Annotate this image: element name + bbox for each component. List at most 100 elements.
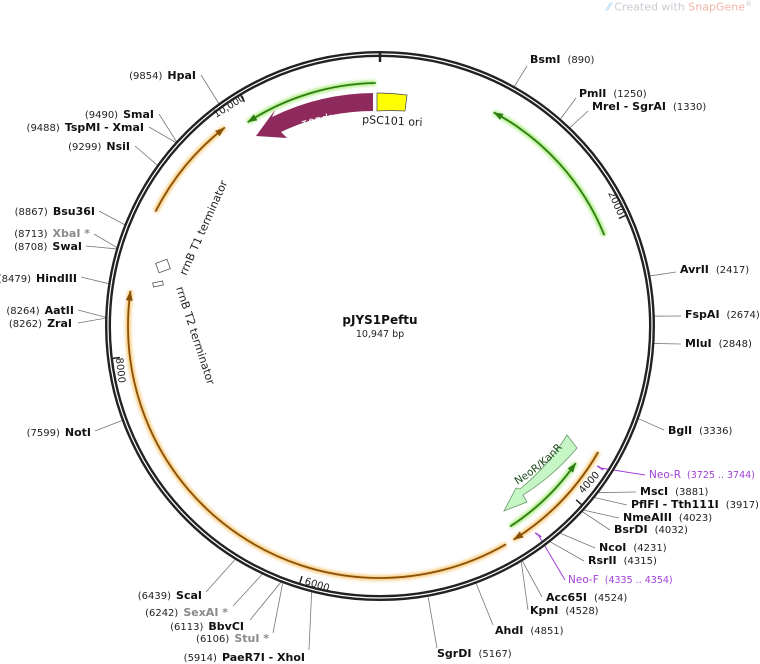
enzyme-leader-line — [308, 590, 313, 651]
enzyme-leader-line — [648, 271, 677, 277]
enzyme-leader-line — [85, 245, 119, 250]
rep101-feature[interactable] — [256, 93, 373, 138]
tick-label-8000: 8000 — [113, 357, 127, 383]
rrnb-t2-feature[interactable] — [152, 280, 164, 288]
enzyme-site-pmli[interactable]: PmlI(1250) — [579, 87, 647, 100]
snapgene-logo-icon: ⁄⁄ — [607, 0, 611, 14]
enzyme-site-nsii[interactable]: (9299)NsiI — [68, 140, 130, 153]
plasmid-name: pJYS1Peftu — [342, 313, 417, 327]
enzyme-leader-line — [272, 581, 284, 634]
primer-neo-f[interactable]: Neo-F(4335 .. 4354) — [568, 574, 673, 586]
enzyme-labels: BsmI(890) PmlI(1250)MreI - SgrAI(1330) Avr… — [0, 53, 760, 664]
enzyme-leader-line — [568, 110, 589, 130]
enzyme-leader-line — [521, 559, 543, 598]
enzyme-site-sgrdi[interactable]: SgrDI(5167) — [437, 647, 512, 660]
enzyme-leader-line — [158, 113, 178, 144]
plasmid-length: 10,947 bp — [356, 329, 404, 340]
feature-arcs — [125, 80, 607, 581]
enzyme-leader-line — [94, 419, 124, 432]
enzyme-site-sexai[interactable]: (6242)SexAI * — [145, 606, 228, 619]
enzyme-site-mlui[interactable]: MluI(2848) — [685, 337, 752, 350]
enzyme-leader-line — [596, 491, 637, 494]
enzyme-site-hpai[interactable]: (9854)HpaI — [129, 69, 196, 82]
enzyme-site-bsrdi[interactable]: BsrDI(4032) — [614, 523, 688, 536]
enzyme-site-rsrii[interactable]: RsrII(4315) — [588, 554, 657, 567]
enzyme-site-msci[interactable]: MscI(3881) — [640, 485, 708, 498]
primer-mark — [534, 532, 542, 538]
enzyme-leader-line — [580, 510, 611, 531]
enzyme-site-bsu36i[interactable]: (8867)Bsu36I — [15, 205, 95, 218]
enzyme-leader-line — [205, 557, 237, 593]
enzyme-site-fspai[interactable]: FspAI(2674) — [685, 308, 760, 321]
enzyme-leader-line — [636, 417, 665, 431]
enzyme-leader-line — [232, 572, 264, 607]
enzyme-site-paer7i-xhoi[interactable]: (5914)PaeR7I - XhoI — [184, 651, 305, 664]
enzyme-site-stui[interactable]: (6106)StuI * — [196, 632, 269, 645]
enzyme-leader-line — [652, 343, 682, 345]
enzyme-leader-line — [98, 210, 127, 226]
leader-lines — [77, 65, 682, 651]
enzyme-site-hindiii[interactable]: (8479)HindIII — [0, 272, 77, 285]
snapgene-credit: ⁄⁄ Created with SnapGene® — [607, 0, 752, 14]
enzyme-site-aatii[interactable]: (8264)AatII — [6, 304, 74, 317]
tick-mark — [240, 95, 246, 103]
enzyme-site-zrai[interactable]: (8262)ZraI — [9, 317, 72, 330]
enzyme-site-nmeaiii[interactable]: NmeAIII(4023) — [623, 511, 712, 524]
enzyme-leader-line — [80, 276, 111, 285]
tick-marks — [112, 95, 626, 584]
orange-arc-left — [125, 290, 508, 581]
enzyme-site-mrei-sgrai[interactable]: MreI - SgrAI(1330) — [592, 100, 706, 113]
enzyme-leader-line — [548, 540, 585, 562]
enzyme-site-ncoi[interactable]: NcoI(4231) — [599, 541, 667, 554]
pscori-feature[interactable] — [376, 92, 408, 112]
rrnb-t1-label: rrnB T1 terminator — [177, 178, 231, 277]
enzyme-leader-line — [134, 145, 159, 167]
enzyme-leader-line — [475, 581, 494, 626]
green-arc-rep101 — [246, 80, 376, 125]
enzyme-site-ahdi[interactable]: AhdI(4851) — [495, 624, 564, 637]
primer-leader-line — [600, 467, 646, 476]
neo-kanr-feature[interactable] — [503, 434, 578, 512]
pscori-label: pSC101 ori — [362, 113, 423, 129]
enzyme-site-swai[interactable]: (8708)SwaI — [14, 240, 82, 253]
enzyme-site-tspmi-xmai[interactable]: (9488)TspMI - XmaI — [27, 121, 144, 134]
enzyme-leader-line — [200, 74, 221, 106]
enzyme-site-avrii[interactable]: AvrII(2417) — [680, 263, 749, 276]
enzyme-leader-line — [581, 509, 620, 519]
tick-mark — [575, 499, 582, 505]
tick-mark — [618, 214, 626, 220]
enzyme-site-pflfi-tth111i[interactable]: PflFI - Tth111I(3917) — [631, 498, 759, 511]
orange-arc-neo — [512, 450, 601, 542]
enzyme-site-smai[interactable]: (9490)SmaI — [85, 108, 154, 121]
enzyme-leader-line — [592, 496, 628, 506]
enzyme-leader-line — [93, 233, 119, 249]
svg-text:Neo-F(4335 .. 4354): Neo-F(4335 .. 4354) — [568, 574, 673, 586]
enzyme-site-bgli[interactable]: BglI(3336) — [668, 424, 732, 437]
primer-neo-r[interactable]: Neo-R(3725 .. 3744) — [649, 469, 755, 481]
tick-mark — [112, 356, 120, 360]
enzyme-leader-line — [77, 317, 108, 324]
enzyme-leader-line — [520, 559, 529, 611]
enzyme-leader-line — [559, 97, 577, 121]
enzyme-leader-line — [77, 309, 108, 318]
enzyme-site-xbai[interactable]: (8713)XbaI * — [14, 227, 90, 240]
enzyme-leader-line — [513, 65, 528, 89]
enzyme-leader-line — [427, 594, 438, 649]
tick-mark — [299, 575, 303, 584]
primer-mark — [596, 465, 604, 471]
enzyme-leader-line — [249, 580, 283, 621]
enzyme-site-noti[interactable]: (7599)NotI — [27, 426, 91, 439]
rrnb-t1-feature[interactable] — [155, 258, 171, 274]
enzyme-site-bbvci[interactable]: (6113)BbvCI — [170, 620, 244, 633]
green-arc-right — [492, 110, 607, 237]
enzyme-site-scai[interactable]: (6439)ScaI — [138, 589, 202, 602]
green-arc-neo — [508, 461, 578, 529]
enzyme-site-bsmi[interactable]: BsmI(890) — [530, 53, 594, 66]
svg-text:Neo-R(3725 .. 3744): Neo-R(3725 .. 3744) — [649, 469, 755, 481]
rrnb-t2-label: rrnB T2 terminator — [173, 285, 217, 387]
enzyme-site-kpni[interactable]: KpnI(4528) — [530, 604, 599, 617]
enzyme-leader-line — [148, 126, 178, 144]
orange-arc-t1 — [153, 125, 227, 213]
enzyme-site-acc65i[interactable]: Acc65I(4524) — [546, 591, 627, 604]
